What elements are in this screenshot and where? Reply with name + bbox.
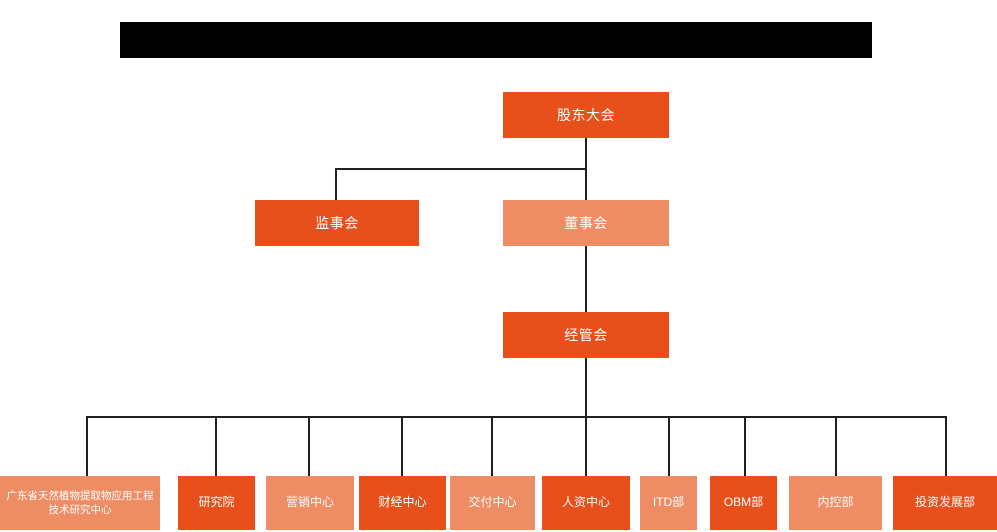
connector-supervisors-down: [335, 168, 337, 200]
department-box-6[interactable]: 人资中心: [542, 476, 630, 530]
department-label-1: 广东省天然植物提取物应用工程技术研究中心: [6, 489, 154, 516]
node-shareholders-meeting[interactable]: 股东大会: [503, 92, 669, 138]
node-board-of-supervisors-label: 监事会: [315, 214, 359, 231]
department-box-4[interactable]: 财经中心: [359, 476, 446, 530]
node-management-committee-label: 经管会: [564, 326, 608, 343]
node-board-of-directors[interactable]: 董事会: [503, 200, 669, 246]
connector-dept-drop-1: [86, 416, 88, 476]
department-box-7[interactable]: ITD部: [640, 476, 697, 530]
department-label-5: 交付中心: [468, 495, 517, 510]
connector-directors-management: [585, 246, 587, 312]
connector-dept-drop-7: [668, 416, 670, 476]
department-label-9: 内控部: [817, 495, 854, 510]
department-label-8: OBM部: [723, 495, 764, 510]
department-box-2[interactable]: 研究院: [178, 476, 255, 530]
node-board-of-directors-label: 董事会: [564, 214, 608, 231]
department-label-2: 研究院: [198, 495, 235, 510]
connector-directors-down: [585, 168, 587, 200]
department-label-10: 投资发展部: [914, 495, 975, 510]
connector-shareholders-down: [585, 138, 587, 168]
department-label-6: 人资中心: [561, 495, 610, 510]
department-box-10[interactable]: 投资发展部: [893, 476, 997, 530]
connector-dept-drop-4: [401, 416, 403, 476]
connector-dept-drop-10: [945, 416, 947, 476]
connector-level1-bus: [335, 168, 587, 170]
connector-management-down: [585, 358, 587, 416]
department-box-5[interactable]: 交付中心: [450, 476, 535, 530]
connector-dept-drop-3: [308, 416, 310, 476]
department-box-9[interactable]: 内控部: [789, 476, 882, 530]
header-banner: [120, 22, 872, 58]
department-label-3: 营销中心: [285, 495, 334, 510]
connector-dept-drop-6: [585, 416, 587, 476]
department-label-7: ITD部: [652, 495, 685, 510]
department-box-1[interactable]: 广东省天然植物提取物应用工程技术研究中心: [0, 476, 160, 530]
connector-departments-bus: [86, 416, 946, 418]
connector-dept-drop-8: [744, 416, 746, 476]
department-label-4: 财经中心: [378, 495, 427, 510]
connector-dept-drop-5: [491, 416, 493, 476]
department-box-3[interactable]: 营销中心: [266, 476, 354, 530]
connector-dept-drop-9: [835, 416, 837, 476]
header-banner-text: [120, 22, 872, 58]
department-box-8[interactable]: OBM部: [710, 476, 777, 530]
node-shareholders-meeting-label: 股东大会: [557, 106, 615, 123]
connector-dept-drop-2: [215, 416, 217, 476]
node-board-of-supervisors[interactable]: 监事会: [255, 200, 419, 246]
node-management-committee[interactable]: 经管会: [503, 312, 669, 358]
